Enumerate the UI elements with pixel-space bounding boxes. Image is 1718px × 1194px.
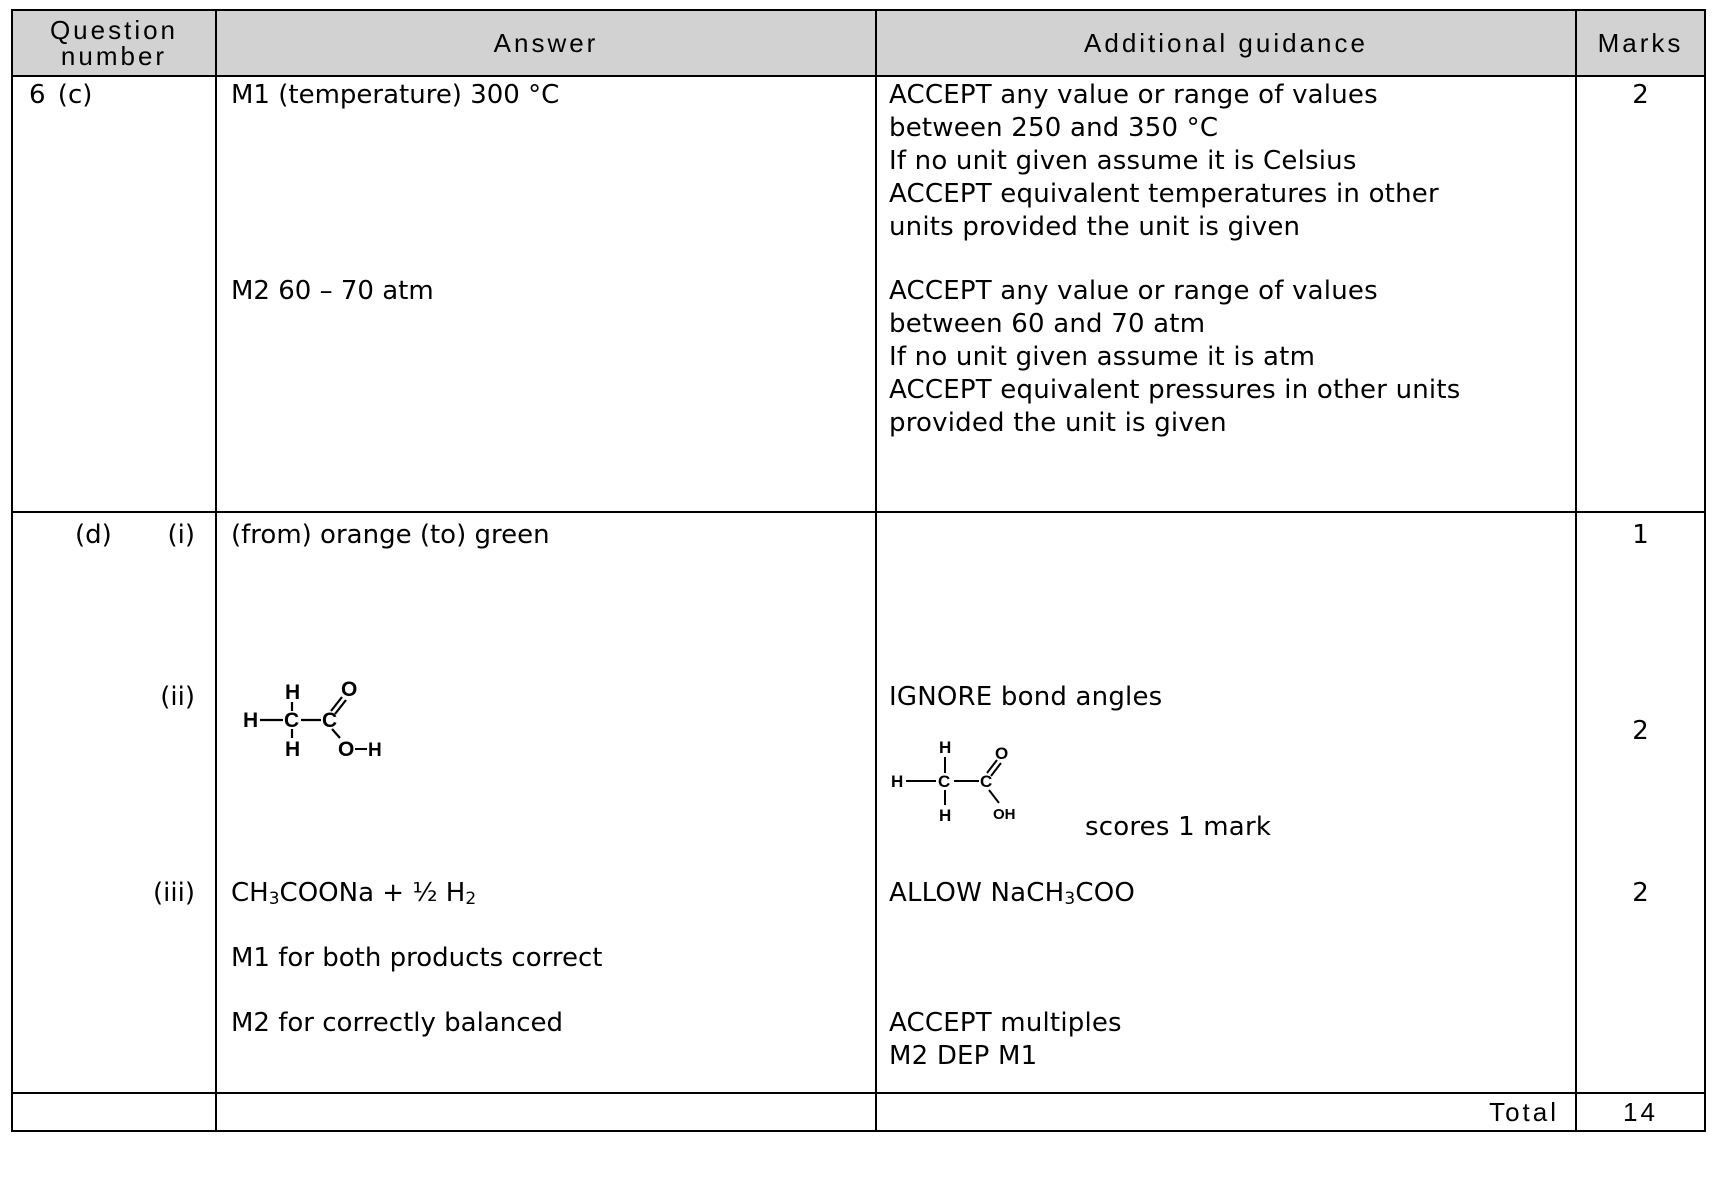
guidance-cell-6d: IGNORE bond angles H H C H C O OH scores…	[875, 511, 1577, 1094]
atom-label: H	[368, 740, 382, 761]
atom-label: C	[980, 772, 992, 791]
guidance-line: between 250 and 350 °C	[889, 113, 1219, 143]
guidance-m2-dep-m1: M2 DEP M1	[889, 1041, 1038, 1071]
question-label-ii: (ii)	[160, 682, 195, 712]
guidance-line: ACCEPT any value or range of values	[889, 276, 1378, 306]
equation-subscript: 3	[268, 889, 280, 909]
total-value-cell: 14	[1575, 1092, 1706, 1132]
atom-label: H	[939, 738, 951, 757]
total-label: Total	[1489, 1097, 1559, 1127]
total-label-cell: Total	[875, 1092, 1577, 1132]
marks-cell-6d: 1 2 2	[1575, 511, 1706, 1094]
atom-label: H	[939, 806, 951, 825]
guidance-scores-one-mark: scores 1 mark	[1085, 812, 1272, 842]
answer-m1-products: M1 for both products correct	[231, 943, 603, 973]
question-header-line1: Question	[49, 15, 179, 45]
total-blank-cell	[11, 1092, 217, 1132]
equation-part: COONa + ½ H	[279, 878, 466, 908]
total-row: Total 14	[11, 1092, 1706, 1132]
atom-label: O	[338, 738, 354, 761]
question-label-d: (d)	[75, 520, 112, 550]
equation-subscript: 2	[465, 889, 477, 909]
marks-value: 2	[1632, 80, 1649, 110]
header-row: Question number Answer Additional guidan…	[11, 9, 1706, 77]
equation-part: CH	[231, 878, 269, 908]
atom-label: O	[341, 678, 357, 701]
guidance-line: ACCEPT equivalent temperatures in other	[889, 179, 1439, 209]
atom-label: C	[938, 772, 950, 791]
atom-label: H	[243, 709, 258, 732]
marks-value: 2	[1632, 716, 1649, 746]
guidance-line: If no unit given assume it is Celsius	[889, 146, 1357, 176]
guidance-accept-multiples: ACCEPT multiples	[889, 1008, 1122, 1038]
answer-m2-pressure: M2 60 – 70 atm	[231, 276, 434, 306]
ethanoic-acid-structure: H H C H C O O H	[243, 678, 382, 761]
atom-label: C	[284, 709, 299, 732]
answer-m1-temperature: M1 (temperature) 300 °C	[231, 80, 560, 110]
guidance-line: If no unit given assume it is atm	[889, 342, 1316, 372]
answer-header: Answer	[215, 9, 877, 77]
guidance-line: ACCEPT equivalent pressures in other uni…	[889, 375, 1461, 405]
question-header-line2: number	[60, 41, 168, 71]
guidance-header: Additional guidance	[875, 9, 1577, 77]
question-label-iii: (iii)	[153, 878, 195, 908]
atom-label: H	[285, 738, 300, 761]
atom-label: C	[322, 709, 337, 732]
atom-label: O	[995, 744, 1008, 763]
guidance-line: between 60 and 70 atm	[889, 309, 1206, 339]
guidance-allow-part: COO	[1075, 878, 1136, 908]
guidance-allow-part: ALLOW NaCH	[889, 878, 1065, 908]
table-row-6c: 6 (c) M1 (temperature) 300 °C M2 60 – 70…	[11, 75, 1706, 513]
alternative-structure: H H C H C O OH	[891, 738, 1016, 825]
marks-header: Marks	[1575, 9, 1706, 77]
table-row-6d: (d) (i) (ii) (iii) (from) orange (to) gr…	[11, 511, 1706, 1094]
atom-label: OH	[993, 806, 1016, 823]
answer-colour-change: (from) orange (to) green	[231, 520, 550, 550]
answer-equation: CH3COONa + ½ H2	[231, 875, 476, 911]
guidance-ignore-bond-angles: IGNORE bond angles	[889, 682, 1163, 712]
marks-value: 1	[1632, 520, 1649, 550]
question-cell-6d: (d) (i) (ii) (iii)	[11, 511, 217, 1094]
question-number-header: Question number	[11, 9, 217, 77]
answer-m2-balanced: M2 for correctly balanced	[231, 1008, 564, 1038]
total-blank-cell	[215, 1092, 877, 1132]
atom-label: H	[285, 681, 300, 704]
atom-label: H	[891, 772, 903, 791]
question-cell-6c: 6 (c)	[11, 75, 217, 513]
answer-cell-6c: M1 (temperature) 300 °C M2 60 – 70 atm	[215, 75, 877, 513]
question-label-i: (i)	[167, 520, 195, 550]
guidance-allow-subscript: 3	[1064, 889, 1076, 909]
total-value: 14	[1623, 1097, 1658, 1127]
marks-value: 2	[1632, 878, 1649, 908]
answer-cell-6d: (from) orange (to) green H H C H C O O H	[215, 511, 877, 1094]
guidance-allow: ALLOW NaCH3COO	[889, 875, 1135, 911]
marks-cell-6c: 2	[1575, 75, 1706, 513]
guidance-line: ACCEPT any value or range of values	[889, 80, 1378, 110]
guidance-line: provided the unit is given	[889, 408, 1227, 438]
mark-scheme-table: Question number Answer Additional guidan…	[11, 9, 1706, 1132]
question-label-6c: 6 (c)	[29, 80, 93, 110]
guidance-cell-6c: ACCEPT any value or range of values betw…	[875, 75, 1577, 513]
guidance-line: units provided the unit is given	[889, 212, 1301, 242]
